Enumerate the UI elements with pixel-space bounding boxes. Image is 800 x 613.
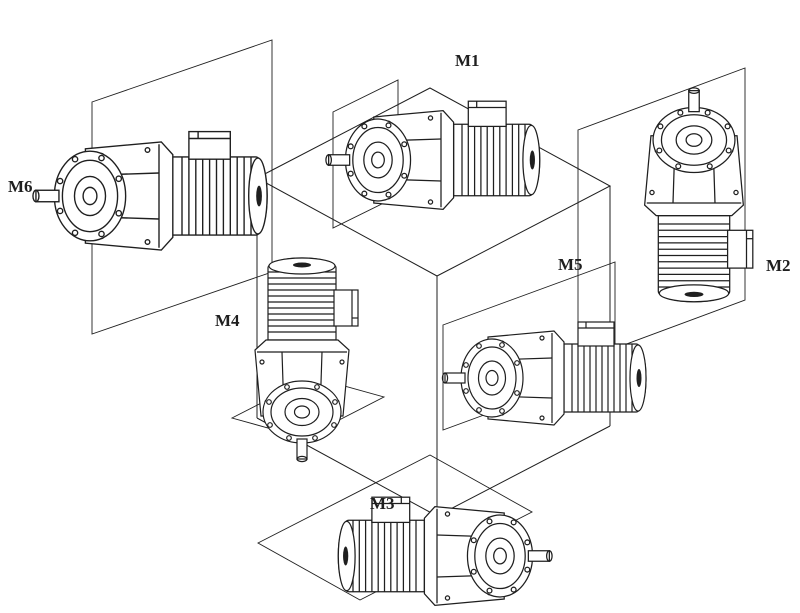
gearmotor-m2-drawing <box>644 87 754 303</box>
gearmotor-m1-drawing <box>325 100 541 210</box>
gearmotor-m4-drawing <box>254 257 359 463</box>
gearmotor-m5-drawing <box>441 321 647 426</box>
gearmotor-m6-drawing <box>32 130 268 251</box>
label-m1: M1 <box>455 51 480 70</box>
label-m3: M3 <box>370 494 395 513</box>
label-m6: M6 <box>8 177 33 196</box>
label-m2: M2 <box>766 256 791 275</box>
label-m5: M5 <box>558 255 583 274</box>
label-m4: M4 <box>215 311 240 330</box>
gearmotor-m3-drawing <box>337 496 553 606</box>
mounting-plane-m3 <box>257 454 533 601</box>
